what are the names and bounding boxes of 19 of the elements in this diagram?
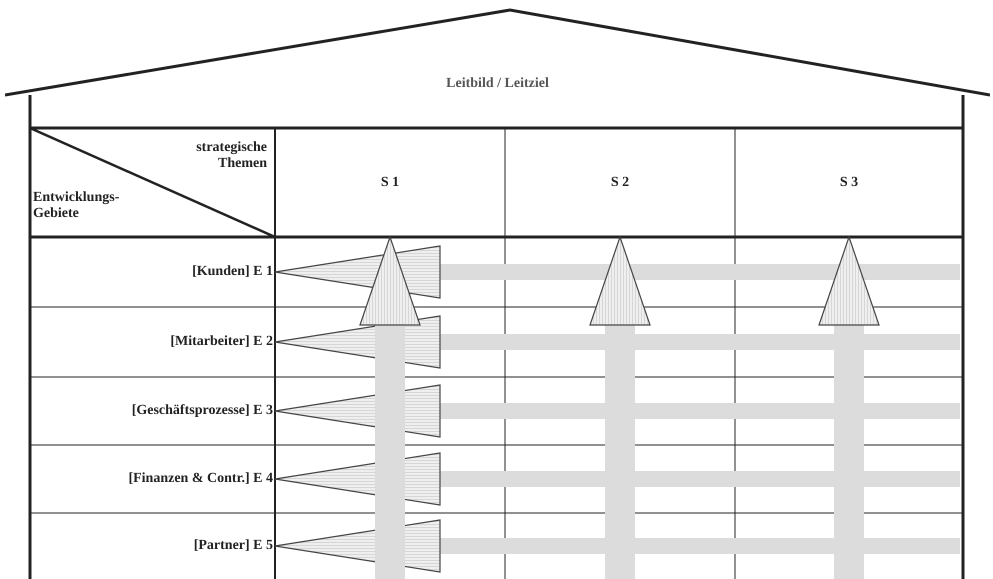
- block-arrow: [274, 315, 960, 369]
- block-arrow: [274, 452, 960, 506]
- row-header: [Finanzen & Contr.] E 4: [128, 471, 273, 487]
- row-header: [Geschäftsprozesse] E 3: [132, 403, 273, 419]
- block-arrow: [818, 236, 880, 579]
- row-axis-title: Entwicklungs-Gebiete: [33, 190, 120, 222]
- block-arrow: [274, 384, 960, 438]
- block-arrow: [359, 236, 421, 579]
- block-arrow: [274, 245, 960, 299]
- row-header: [Partner] E 5: [194, 538, 273, 554]
- block-arrow: [589, 236, 651, 579]
- heading-text: Leitbild / Leitziel: [445, 76, 550, 92]
- column-axis-title: strategische Themen: [195, 140, 267, 172]
- block-arrow: [274, 519, 960, 573]
- row-header: [Kunden] E 1: [192, 264, 273, 280]
- column-header: S 2: [610, 174, 630, 192]
- column-header: S 1: [380, 174, 400, 192]
- row-header: [Mitarbeiter] E 2: [170, 334, 273, 350]
- column-header: S 3: [838, 174, 860, 192]
